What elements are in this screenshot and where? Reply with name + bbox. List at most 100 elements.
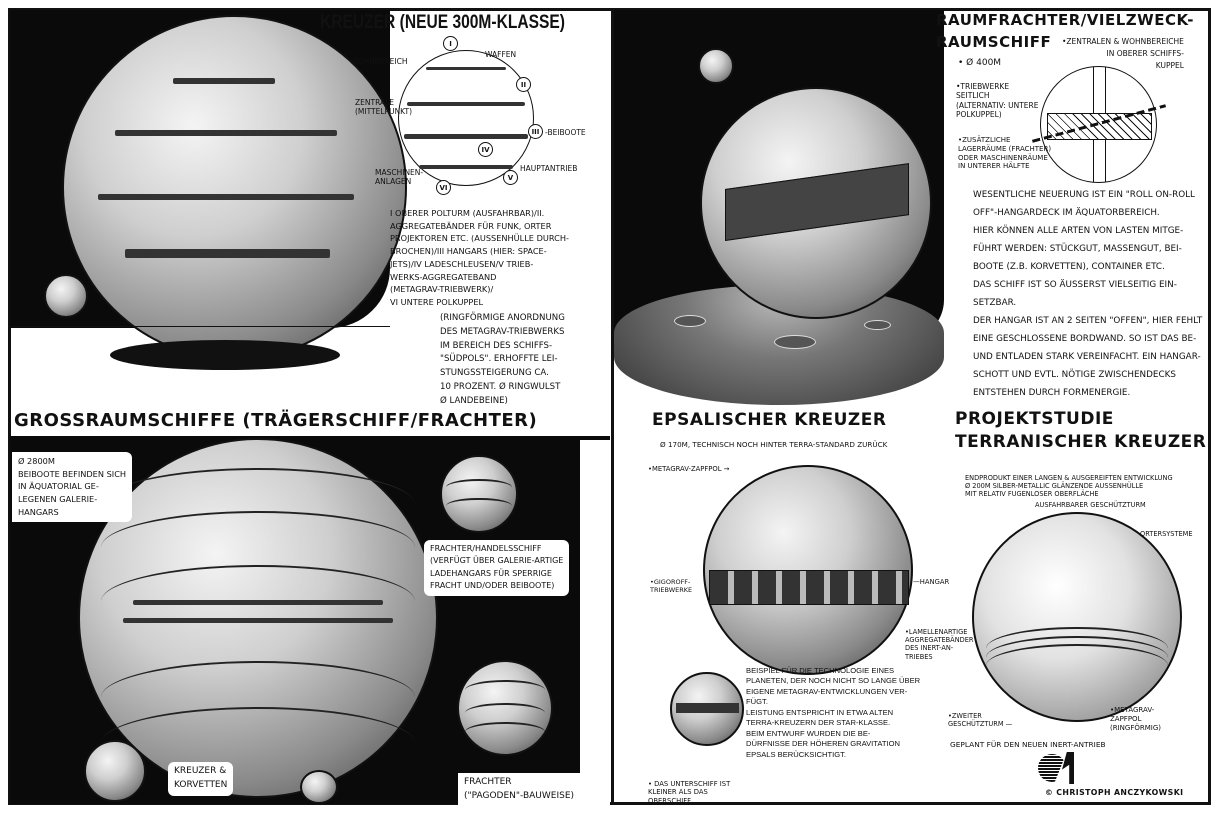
text-line: EIGENE METAGRAV-ENTWICKLUNGEN VER- [746,686,908,696]
text-line: LEGENEN GALERIE- [18,494,98,505]
text-line: I OBERER POLTURM (AUSFAHRBAR)/II. [390,208,545,218]
terra-turm-label: AUSFAHRBARER GESCHÜTZTURM [1035,501,1146,509]
text-line: DAS SCHIFF IST SO ÄUßERST VIELSEITIG EIN… [973,280,1177,291]
center-divider [611,8,614,805]
text-line: BEIM ENTWURF WURDEN DIE BE- [746,728,871,738]
text-line: BROCHEN)/III HANGARS (HIER: SPACE- [390,246,547,257]
text-line: PROJEKTOREN ETC. (AUßENHÜLLE DURCH- [390,233,569,244]
kreuzer-ring-notes: (RINGFÖRMIGE ANORDNUNG DES METAGRAV-TRIEB… [440,312,565,408]
kreuzer-sphere-small [84,740,146,802]
text-line: MASCHINEN- [375,168,424,177]
text-line: •ZWEITER [948,712,982,720]
text-line: •GIGOROFF- [650,578,691,586]
artist-logo [1038,748,1078,788]
raumfrachter-notes: WESENTLICHE NEUERUNG IST EIN "ROLL ON-RO… [973,186,1202,402]
text-line: IM BEREICH DES SCHIFFS- [440,340,553,351]
label-wohnbereich: WOHNBEREICH [350,57,408,66]
text-line: •TRIEBWERKE [956,82,1010,91]
epsal-hangar-label: —HANGAR [913,578,950,586]
text-line: ZAPFPOL [1110,714,1142,723]
text-line: AGGREGATEBÄNDER FÜR FUNK, ORTER [390,220,552,231]
epsal-subtitle: Ø 170m, TECHNISCH NOCH HINTER TERRA-STAN… [660,440,888,449]
label-hauptantrieb: HAUPTANTRIEB [520,164,578,173]
text-line: •ZUSÄTZLICHE [958,136,1011,144]
text-line: FRACHTER/HANDELSSCHIFF [430,544,542,553]
copyright: © CHRISTOPH ANCZYKOWSKI [1045,788,1184,797]
frachter-pagoden-label: FRACHTER("PAGODEN"-BAUWEISE) [458,773,581,807]
text-line: Ø 2800m [18,456,55,466]
text-line: BOOTE (z.B. KORVETTEN), CONTAINER ETC. [973,262,1165,273]
text-line: Ø LANDEBEINE) [440,395,508,406]
text-line: Ø 200m SILBER-METALLIC GLÄNZENDE AUßENHÜ… [965,482,1144,491]
terra-zapfpol-label: •METAGRAV-ZAPFPOL(RINGFÖRMIG) [1110,706,1161,732]
text-line: EPSALS BERÜCKSICHTIGT. [746,749,847,759]
text-line: UND ENTLADEN STARK VEREINFACHT. EIN HANG… [973,352,1201,363]
text-line: DES METAGRAV-TRIEBWERKS [440,326,565,337]
label-beiboote: -BEIBOOTE [545,128,586,137]
label-waffen: WAFFEN [485,50,517,59]
epsal-gigoroff-label: •GIGOROFF-TRIEBWERKE [650,578,692,594]
section-marker-1: I [443,36,458,51]
text-line: (ALTERNATIV: UNTERE [956,100,1039,110]
grossraum-title: GROSSRAUMSCHIFFE (TRÄGERSCHIFF/FRACHTER) [14,410,538,431]
text-line: TRIEBES [905,652,933,661]
ground-shadow [110,340,340,370]
text-line: LAGERRÄUME (FRACHTER) [958,144,1052,153]
text-line: DÜRFNISSE DER HÖHEREN GRAVITATION [746,739,900,749]
text-line: OFF"-HANGARDECK IM ÄQUATORBEREICH. [973,208,1160,219]
text-line: FÜHRT WERDEN: STÜCKGUT, MASSENGUT, BEI- [973,244,1182,255]
raumfrachter-title: RAUMFRACHTER/VIELZWECK-RAUMSCHIFF [936,10,1194,54]
text-line: LADEHANGARS FÜR SPERRIGE [430,568,552,578]
text-line: VI UNTERE POLKUPPEL [390,296,484,307]
text-line: TERRANISCHER KREUZER [955,431,1207,452]
text-line: (METAGRAV-TRIEBWERK)/ [390,284,494,295]
text-line: PROJEKTSTUDIE [955,409,1114,429]
text-line: ENTSTEHEN DURCH FORMENERGIE. [973,388,1131,399]
text-line: PLANETEN, DER NOCH NICHT SO LANGE ÜBER [746,676,921,686]
text-line: ANLAGEN [375,177,412,187]
terra-sphere [972,512,1182,722]
text-line: ZENTRALE [355,98,395,107]
text-line: BEIBOOTE BEFINDEN SICH [18,468,127,479]
text-line: HANGARS [18,506,59,517]
text-line: WERKS-AGGREGATEBAND [390,271,497,282]
terra-intro: ENDPRODUKT EINER LANGEN & AUSGEREIFTEN E… [965,474,1173,499]
text-line: • DAS UNTERSCHIFF IST [648,780,731,788]
text-line: LEISTUNG ENTSPRICHT IN ETWA ALTEN [746,707,894,717]
section-marker-4: IV [478,142,493,157]
text-line: EINE GESCHLOSSENE BORDWAND. SO IST DAS B… [973,334,1197,345]
text-line: (RINGFÖRMIGE ANORDNUNG [440,313,565,323]
epsal-sphere [703,465,913,675]
epsal-zapfpol-label: •METAGRAV-ZAPFPOL → [648,465,730,473]
label-zentrale: ZENTRALE(MITTELPUNKT) [355,98,412,117]
text-line: KUPPEL [1155,61,1184,70]
text-line: WESENTLICHE NEUERUNG IST EIN "ROLL ON-RO… [973,190,1195,200]
text-line: POLKUPPEL) [956,110,1002,120]
label-maschinen: MASCHINEN-ANLAGEN [375,168,423,187]
text-line: STUNGSSTEIGERUNG CA. [440,368,549,378]
small-planet [44,274,88,318]
frachter-pagoden-sphere [457,660,553,756]
text-line: IN OBERER SCHIFFS- [1106,49,1184,58]
text-line: AGGREGATEBÄNDER [905,636,974,645]
text-line: •LAMELLENARTIGE [905,628,968,636]
text-line: ODER MASCHINENRÄUME [958,153,1048,162]
section-marker-2: II [516,77,531,92]
kreuzer-korvetten-label: KREUZER &KORVETTEN [168,762,234,796]
text-line: HIER KÖNNEN ALLE ARTEN VON LASTEN MITGE- [973,226,1184,237]
text-line: •METAGRAV- [1110,706,1155,714]
text-line: IN ÄQUATORIAL GE- [18,481,99,492]
terra-geplant-label: GEPLANT FÜR DEN NEUEN INERT-ANTRIEB [950,740,1106,749]
kreuzer-title: KREUZER (NEUE 300M-KLASSE) [320,12,565,33]
text-line: FRACHTER [464,777,512,787]
grossraum-notes: Ø 2800mBEIBOOTE BEFINDEN SICH IN ÄQUATORI… [12,452,133,522]
text-line: KORVETTEN [174,779,228,790]
kreuzer-section-notes: I OBERER POLTURM (AUSFAHRBAR)/II. AGGREGA… [390,207,569,309]
text-line: DER HANGAR IST AN 2 SEITEN "OFFEN", HIER… [973,316,1203,327]
